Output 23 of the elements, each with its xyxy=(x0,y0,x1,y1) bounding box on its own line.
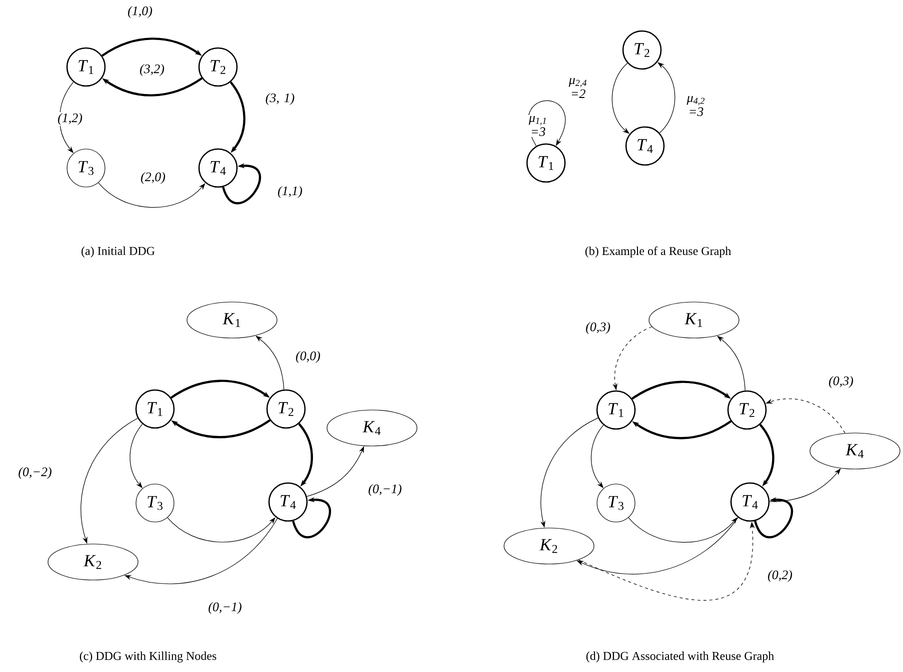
edge-label: (1,1) xyxy=(272,185,308,199)
edge-label: μ$_{2,4}$ =2 xyxy=(560,77,596,99)
edge-label: μ$_{4,2}$ =3 xyxy=(678,94,714,118)
edge-label: (0,3) xyxy=(823,375,859,389)
edge-label: (2,0) xyxy=(135,171,171,185)
edge-label: (0,−1) xyxy=(207,601,243,615)
edge-label: (0,−2) xyxy=(17,466,53,480)
caption: (a) Initial DDG xyxy=(82,246,155,258)
edge-label: μ$_{1,1}$ =3 xyxy=(520,114,556,138)
caption: (d) DDG Associated with Reuse Graph xyxy=(586,652,774,662)
edge-label: (3, 1) xyxy=(262,92,298,106)
edge-label: (3,2) xyxy=(134,63,170,77)
edge-label: (0,3) xyxy=(580,321,616,335)
edge-label: (1,2) xyxy=(52,112,88,126)
edge-label: (0,0) xyxy=(290,350,326,364)
edge-label: (0,−1) xyxy=(367,483,403,497)
edge-label: (0,2) xyxy=(762,569,798,583)
arrow xyxy=(628,517,738,543)
arrow xyxy=(167,517,276,542)
edge-label: (1,0) xyxy=(122,5,158,19)
arrow xyxy=(98,182,206,208)
caption: (b) Example of a Reuse Graph xyxy=(585,246,731,258)
caption: (c) DDG with Killing Nodes xyxy=(80,652,216,662)
